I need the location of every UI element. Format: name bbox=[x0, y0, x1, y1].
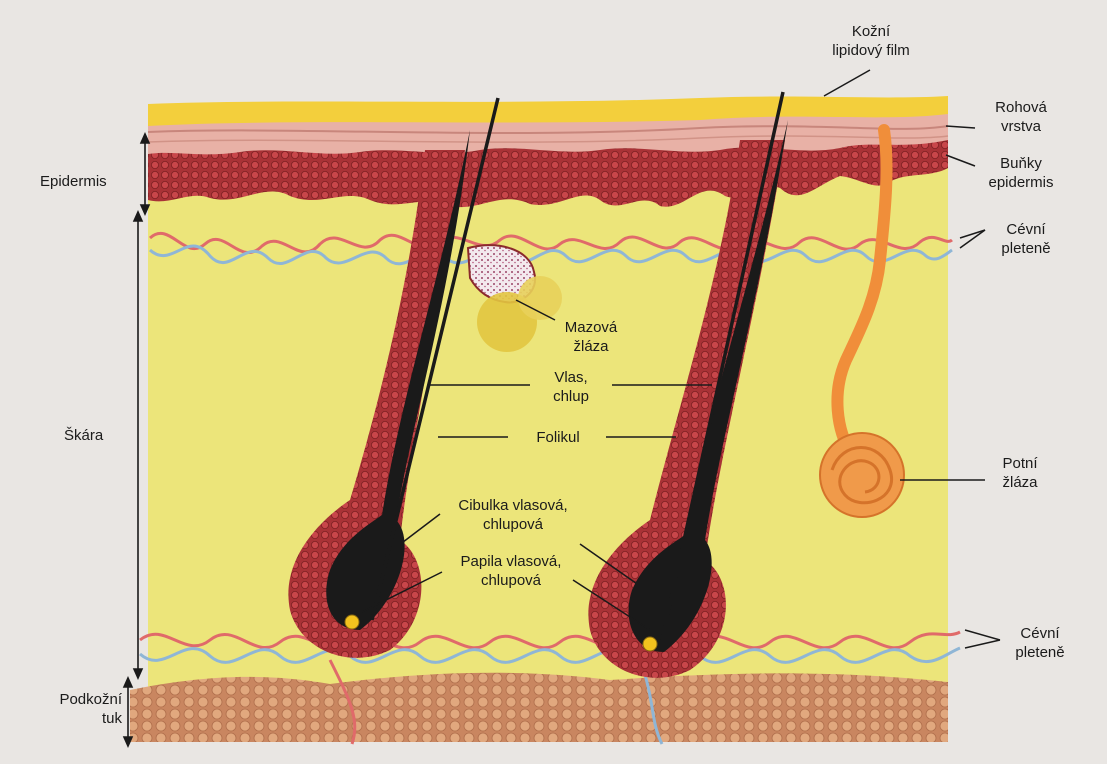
label-epidermis: Epidermis bbox=[40, 172, 107, 191]
label-follicle: Folikul bbox=[510, 428, 606, 447]
label-hair-papilla: Papila vlasová,chlupová bbox=[436, 552, 586, 590]
label-dermis: Škára bbox=[64, 426, 103, 445]
label-hair-bulb: Cibulka vlasová,chlupová bbox=[438, 496, 588, 534]
subcutaneous-fat bbox=[130, 673, 948, 742]
label-hair: Vlas,chlup bbox=[530, 368, 612, 406]
